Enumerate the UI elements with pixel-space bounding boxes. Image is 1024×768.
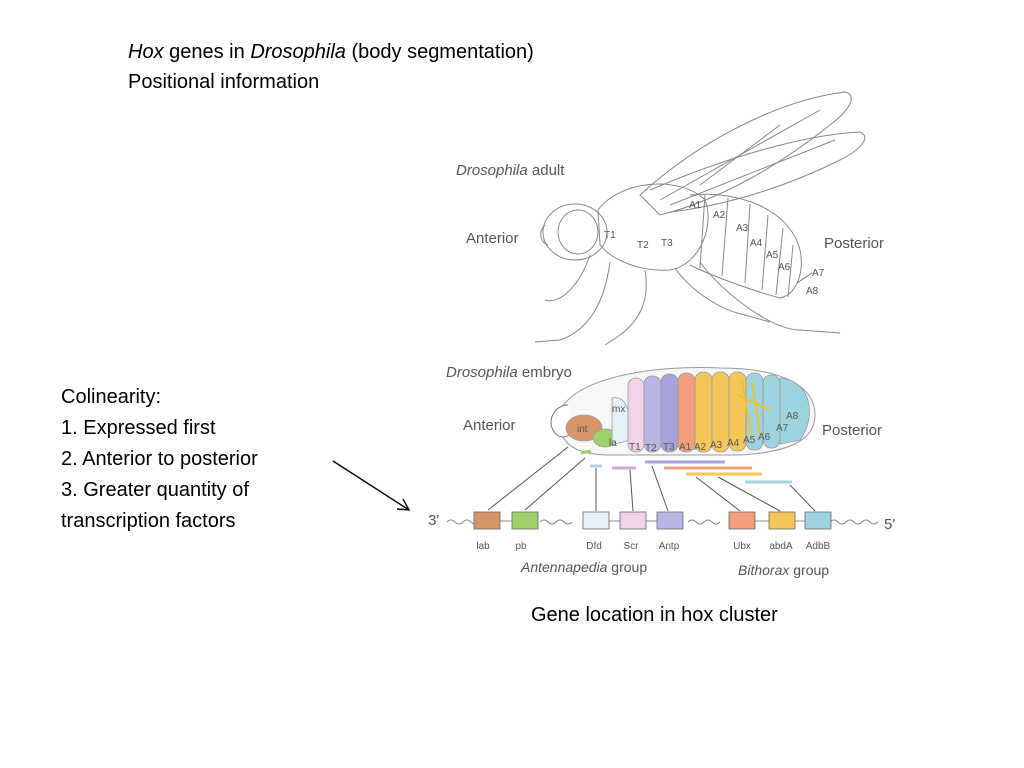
gene-box-abda [768, 511, 796, 530]
gene-box-lab [473, 511, 501, 530]
gene-label-pb: pb [515, 541, 527, 552]
title-end: (body segmentation) [345, 41, 534, 63]
cluster-5-prime: 5' [884, 516, 895, 533]
gene-box-scr [619, 511, 647, 530]
colinearity-item: 2. Anterior to posterior [61, 448, 258, 470]
embryo-head-label: int [577, 424, 588, 435]
adult-segment-label: A8 [806, 286, 819, 297]
bithorax-group-label: Bithorax group [738, 562, 829, 578]
embryo-segment-label: A2 [694, 442, 707, 453]
expression-bars [580, 449, 792, 484]
colinearity-heading: Colinearity: [61, 386, 162, 408]
embryo-segment-label: A8 [786, 411, 799, 422]
pointer-arrow [332, 460, 411, 511]
gene-box-adbb [804, 511, 832, 530]
cluster-3-prime: 3' [428, 512, 439, 529]
cluster-caption: Gene location in hox cluster [531, 604, 778, 626]
adult-segment-label: A1 [689, 200, 702, 211]
gene-label-ubx: Ubx [733, 541, 751, 552]
adult-label: Drosophila adult [456, 162, 565, 179]
embryo-labels: Drosophila embryo Anterior Posterior int… [446, 364, 882, 454]
adult-segment-label: A6 [778, 262, 791, 273]
adult-segment-label: A4 [750, 238, 763, 249]
embryo-segment-label: T2 [645, 443, 657, 454]
gene-label-abda: abdA [769, 541, 793, 552]
hox-cluster: 3' 5' lab pb Dfd Scr Antp Ubx abdA AdbB Antenna… [428, 511, 895, 578]
gene-label-antp: Antp [659, 541, 680, 552]
slide-title: Hox genes in Drosophila (body segmentati… [128, 37, 534, 97]
gene-box-antp [656, 511, 684, 530]
embryo-label: Drosophila embryo [446, 364, 572, 381]
embryo-anterior-label: Anterior [463, 417, 516, 434]
gene-label-adbb: AdbB [806, 541, 831, 552]
gene-label-lab: lab [476, 541, 490, 552]
adult-segment-label: T3 [661, 238, 673, 249]
embryo-segment-label: A5 [743, 435, 756, 446]
colinearity-item: transcription factors [61, 510, 236, 532]
gene-label-dfd: Dfd [586, 541, 602, 552]
adult-segment-label: T2 [637, 240, 649, 251]
gene-box-dfd [582, 511, 610, 530]
embryo-head-label: mx [612, 404, 625, 415]
adult-anterior-label: Anterior [466, 230, 519, 247]
adult-labels: Drosophila adult Anterior Posterior T1 T… [456, 162, 884, 297]
adult-segment-label: A3 [736, 223, 749, 234]
adult-segment-label: A7 [812, 268, 825, 279]
gene-label-scr: Scr [624, 541, 640, 552]
title-mid: genes in [163, 41, 251, 63]
embryo-segment-label: A7 [776, 423, 789, 434]
embryo-segment-label: A4 [727, 438, 740, 449]
embryo-segment-label: T1 [629, 442, 641, 453]
gene-box-ubx [728, 511, 756, 530]
embryo-segment-label: T3 [663, 442, 675, 453]
antennapedia-group-label: Antennapedia group [520, 559, 647, 575]
connector-lines [487, 446, 816, 512]
colinearity-item: 1. Expressed first [61, 417, 216, 439]
gene-box-pb [511, 511, 539, 530]
adult-segment-label: T1 [604, 230, 616, 241]
adult-segment-label: A5 [766, 250, 779, 261]
title-hox: Hox [128, 41, 164, 63]
embryo-posterior-label: Posterior [822, 422, 882, 439]
title-line-2: Positional information [128, 71, 320, 93]
embryo-segment-label: A1 [679, 442, 692, 453]
embryo-illustration [550, 367, 816, 456]
title-drosophila: Drosophila [250, 41, 346, 63]
embryo-segment-label: A6 [758, 432, 771, 443]
dna-strand [446, 519, 879, 525]
adult-fly-illustration [534, 91, 866, 346]
colinearity-item: 3. Greater quantity of [61, 479, 249, 501]
embryo-segment-label: A3 [710, 440, 723, 451]
adult-segment-label: A2 [713, 210, 726, 221]
colinearity-list: Colinearity: 1. Expressed first 2. Anter… [61, 382, 258, 537]
adult-posterior-label: Posterior [824, 235, 884, 252]
embryo-head-label: la [609, 438, 617, 449]
title-line-1: Hox genes in Drosophila (body segmentati… [128, 37, 534, 67]
